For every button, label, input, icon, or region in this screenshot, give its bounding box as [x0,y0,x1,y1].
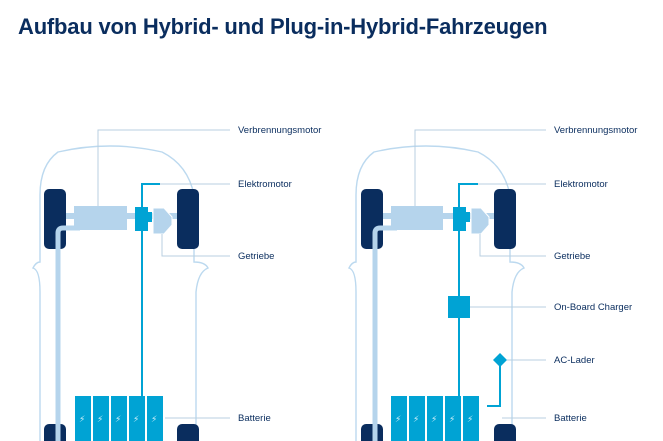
leader-line [97,129,230,206]
battery-pack: ⚡ ⚡ ⚡ ⚡ ⚡ [75,396,163,441]
ac-port-cable [487,366,501,407]
electric-motor-core [464,212,470,222]
battery-pack: ⚡ ⚡ ⚡ ⚡ ⚡ [391,396,479,441]
battery-cell [427,396,443,441]
lightning-bolt-icon: ⚡ [133,415,139,425]
gearbox [152,207,173,235]
wheel-front-left [361,189,383,249]
wheel-front-right [494,189,516,249]
lightning-bolt-icon: ⚡ [97,415,103,425]
electric-motor [135,207,148,231]
battery-cell [111,396,127,441]
lightning-bolt-icon: ⚡ [467,415,473,425]
battery-cell [129,396,145,441]
electric-motor-core [146,212,152,222]
wheel-rear-left [361,424,383,441]
label-combustion-engine: Verbrennungsmotor [238,125,321,136]
wheel-rear-left [44,424,66,441]
label-battery: Batterie [238,413,271,424]
leader-line [161,234,230,257]
battery-cell [445,396,461,441]
wheel-rear-right [177,424,199,441]
on-board-charger [448,296,470,318]
hybrid-car: ⚡ ⚡ ⚡ ⚡ ⚡ Verbrennungsmotor Elektromotor… [31,125,321,441]
battery-cell [463,396,479,441]
car-body-outline [347,145,525,441]
label-electric-motor: Elektromotor [554,179,608,190]
gearbox [470,207,490,235]
combustion-engine [391,206,443,230]
label-combustion-engine: Verbrennungsmotor [554,125,637,136]
battery-cell [75,396,91,441]
lightning-bolt-icon: ⚡ [115,415,121,425]
leader-line [414,129,546,206]
battery-cell [147,396,163,441]
page-title: Aufbau von Hybrid- und Plug-in-Hybrid-Fa… [18,14,548,39]
combustion-engine [74,206,127,230]
wheel-front-right [177,189,199,249]
battery-cell [409,396,425,441]
ac-charging-port [493,353,507,367]
drive-shaft [372,225,397,441]
wheel-rear-right [494,424,516,441]
lightning-bolt-icon: ⚡ [79,415,85,425]
leader-line [479,234,546,257]
lightning-bolt-icon: ⚡ [151,415,157,425]
label-ac-charger: AC-Lader [554,355,595,366]
battery-cell [93,396,109,441]
wheel-front-left [44,189,66,249]
lightning-bolt-icon: ⚡ [395,415,401,425]
label-electric-motor: Elektromotor [238,179,292,190]
label-battery: Batterie [554,413,587,424]
label-gearbox: Getriebe [238,251,274,262]
lightning-bolt-icon: ⚡ [413,415,419,425]
label-gearbox: Getriebe [554,251,590,262]
plug-in-hybrid-car: ⚡ ⚡ ⚡ ⚡ ⚡ Verbrennungsmotor Elektromotor… [347,125,637,441]
lightning-bolt-icon: ⚡ [449,415,455,425]
battery-cell [391,396,407,441]
drive-shaft [55,225,80,441]
motor-to-battery-cable [141,183,160,396]
lightning-bolt-icon: ⚡ [431,415,437,425]
label-on-board-charger: On-Board Charger [554,302,632,313]
car-body-outline [31,145,209,441]
electric-motor [453,207,466,231]
